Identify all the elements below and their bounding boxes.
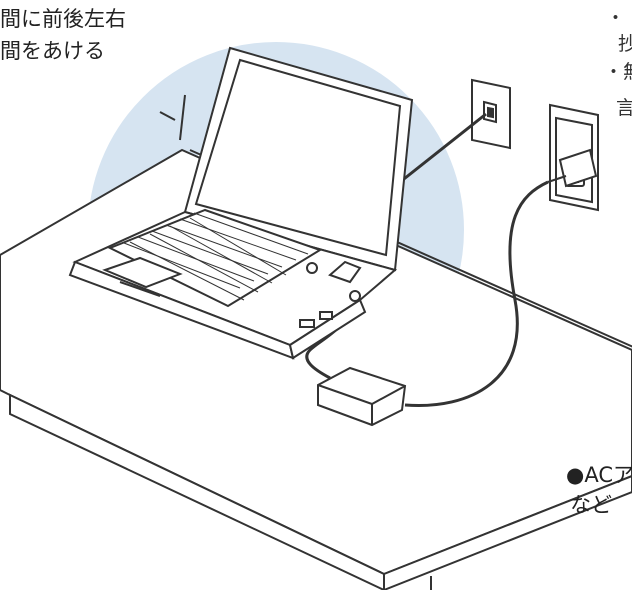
ac-adapter-icon <box>317 366 407 427</box>
adapter-note-line-2: など <box>570 493 612 517</box>
note-line-2: 抄 <box>618 33 632 55</box>
caption-line-1: 間に前後左右 <box>0 7 126 31</box>
laptop-icon <box>68 46 414 360</box>
plug-icon <box>547 148 598 188</box>
note-line-4: 言 <box>616 97 632 119</box>
note-line-1: ・ <box>606 7 626 29</box>
note-line-3: ・無 <box>604 61 632 83</box>
adapter-note-line-1: ●ACア <box>566 463 632 487</box>
caption-line-2: 間をあける <box>0 39 105 63</box>
phone-jack-icon <box>471 78 511 150</box>
